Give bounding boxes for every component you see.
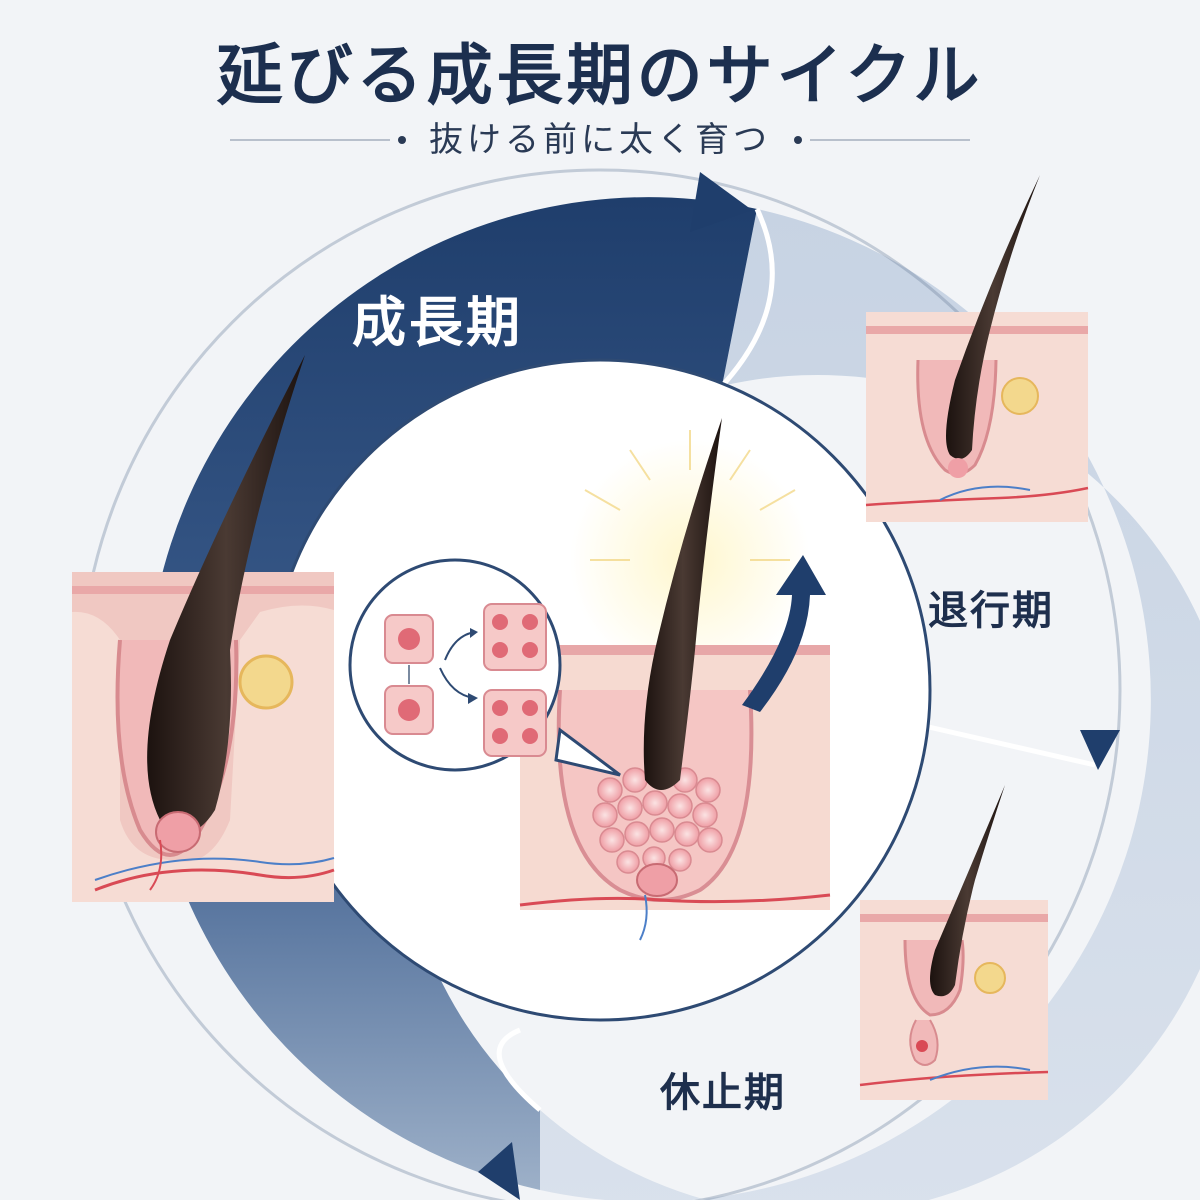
proliferating-cells — [592, 762, 723, 874]
phase-label-telogen: 休止期 — [660, 1069, 786, 1116]
phase-label-catagen: 退行期 — [928, 587, 1054, 634]
page-title: 延びる成長期のサイクル — [216, 36, 984, 114]
band-separators — [496, 207, 1096, 1112]
page-subtitle: 抜ける前に太く育つ — [429, 120, 771, 160]
cycle-arrow-icon — [478, 172, 1120, 1200]
growth-follicle-panel — [72, 355, 335, 902]
up-arrow-icon — [742, 555, 826, 712]
telogen-follicle-panel — [859, 785, 1049, 1100]
phase-label-growth: 成長期 — [352, 290, 523, 354]
catagen-follicle-panel — [865, 175, 1089, 522]
subtitle-divider — [230, 136, 970, 144]
glow-rays-icon — [584, 430, 796, 561]
cycle-band-growth — [146, 197, 757, 1190]
cell-division-icon — [348, 558, 621, 777]
